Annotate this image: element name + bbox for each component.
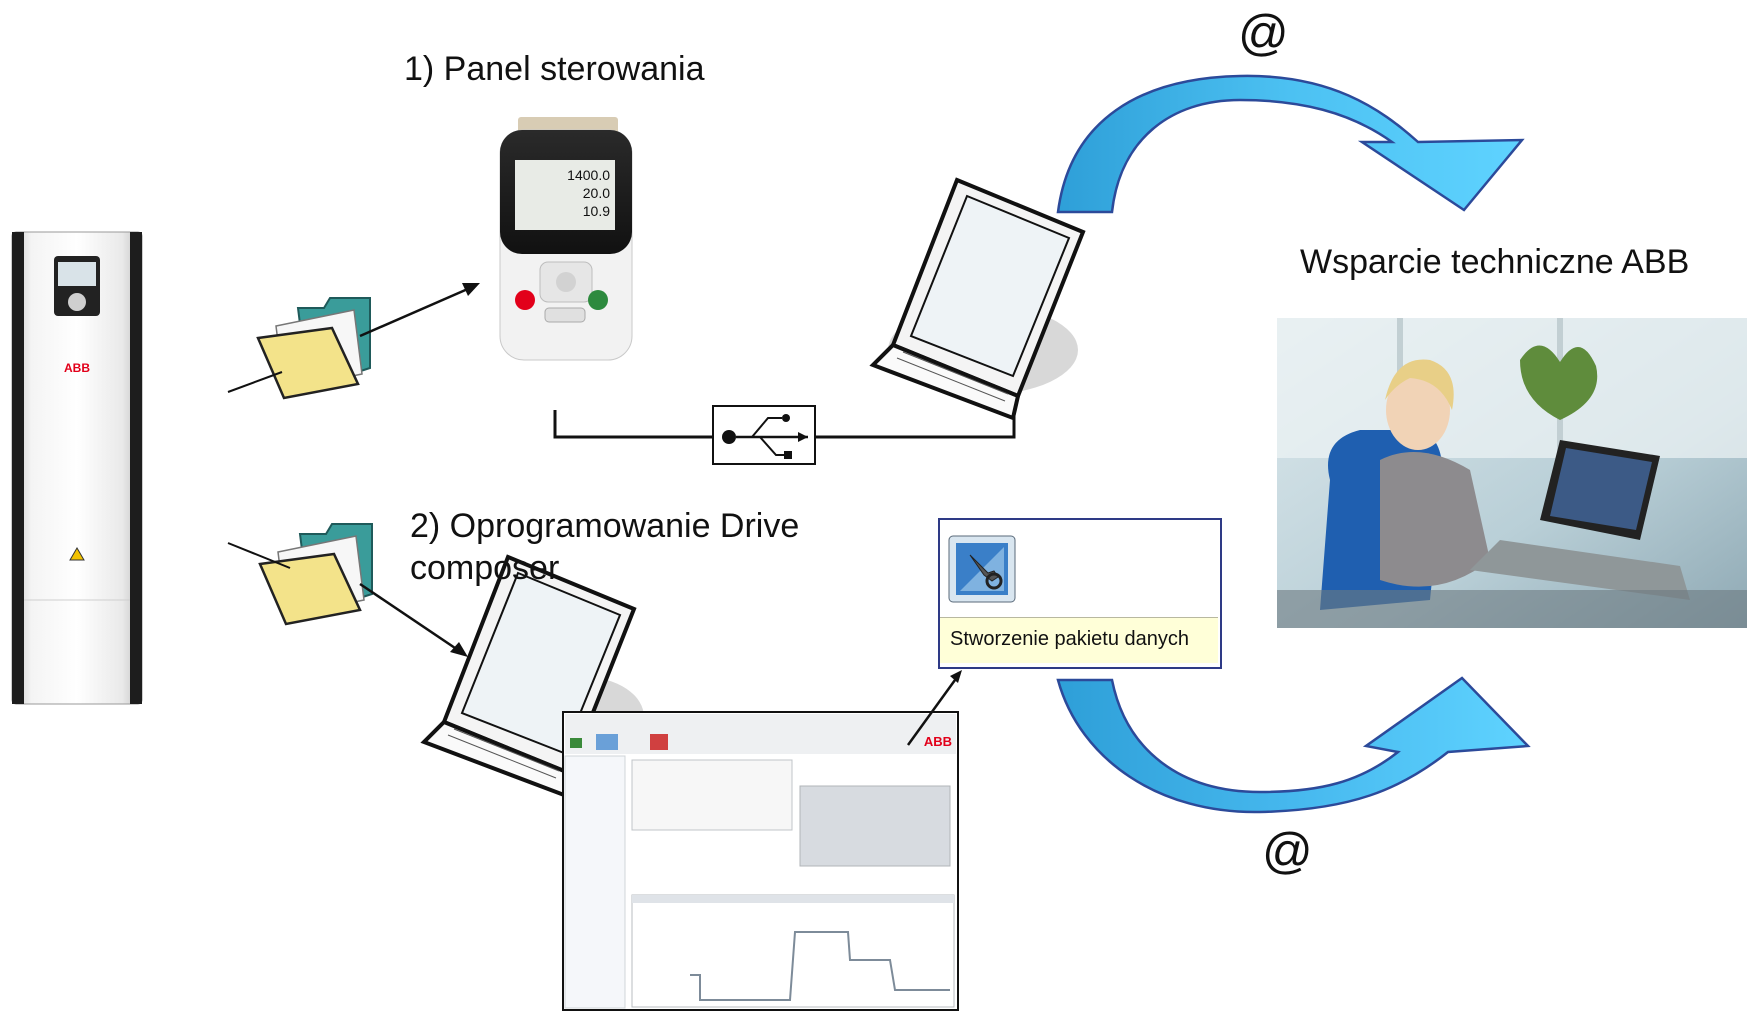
folder-to-panel-arrow — [359, 283, 480, 338]
email-at-symbol-top: @ — [1238, 5, 1289, 61]
screenshot-brand-label: ABB — [924, 734, 952, 749]
screenshot-to-tooltip-arrow — [906, 670, 962, 746]
keypad-display-line: 20.0 — [583, 185, 610, 201]
usb-icon — [712, 405, 816, 465]
support-title: Wsparcie techniczne ABB — [1300, 243, 1690, 281]
folder-to-laptop-arrow — [359, 582, 468, 657]
keypad-display-line: 1400.0 — [567, 167, 610, 183]
keypad-display-line: 10.9 — [583, 203, 610, 219]
software-title: 2) Oprogramowanie Drive composer — [410, 507, 800, 587]
drive-to-folder-line — [227, 542, 291, 569]
email-at-symbol-bottom: @ — [1262, 823, 1313, 879]
create-data-package-label: Stworzenie pakietu danych — [950, 628, 1190, 650]
drive-composer-support-tool-icon[interactable] — [948, 535, 1016, 603]
usb-cable-line — [553, 410, 713, 439]
tooltip-label-bar[interactable] — [940, 617, 1218, 663]
laptop-icon — [869, 177, 1086, 421]
drive-to-folder-line — [227, 371, 283, 393]
abb-drive-cabinet: ABB — [11, 231, 143, 705]
curved-arrow-icon — [1056, 676, 1531, 814]
panel-title: 1) Panel sterowania — [404, 50, 705, 88]
drive-composer-screenshot: ABB — [562, 711, 959, 1011]
control-panel-keypad: 1400.0 20.0 10.9 — [499, 117, 633, 361]
folder-icon — [258, 523, 373, 626]
curved-arrow-icon — [1056, 74, 1525, 214]
drive-brand-label: ABB — [64, 361, 90, 375]
support-agent-photo — [1277, 318, 1747, 628]
folder-icon — [256, 297, 371, 400]
